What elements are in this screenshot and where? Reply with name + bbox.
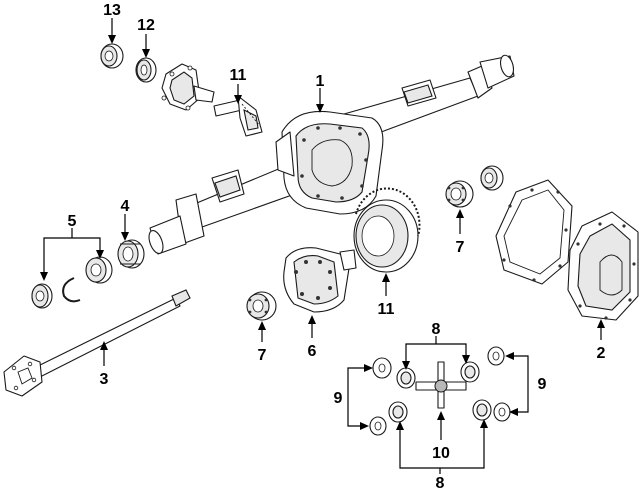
arrow-2 (597, 319, 605, 328)
leader-9-left (347, 367, 368, 427)
pinion-shaft-cross (415, 361, 467, 409)
arrow-12 (142, 49, 150, 58)
callout-11-lower: 11 (378, 301, 395, 318)
thrust-washer-lower-left (369, 416, 387, 436)
axle-shaft (3, 289, 191, 397)
arrow-3 (100, 341, 108, 350)
retaining-ring (62, 277, 81, 303)
drive-pinion (213, 95, 263, 137)
callout-9-left: 9 (334, 390, 343, 407)
ring-gear (353, 187, 421, 273)
arrow-9-right-a (505, 352, 514, 360)
callout-6: 6 (308, 343, 317, 360)
arrow-11b (382, 273, 390, 282)
arrow-10 (437, 411, 445, 420)
arrow-7a (258, 321, 266, 330)
side-gear-upper-left (396, 367, 416, 389)
arrow-7b (456, 209, 464, 218)
inner-bearing (85, 256, 113, 284)
thrust-washer-upper-left (372, 357, 392, 379)
callout-5: 5 (68, 213, 77, 230)
differential-case (283, 247, 357, 313)
side-gear-lower-right (472, 399, 492, 421)
callout-3: 3 (100, 371, 109, 388)
arrow-6 (308, 315, 316, 324)
leader-8-top (405, 343, 467, 366)
arrow-8-top-a (402, 361, 410, 370)
thrust-washer-lower-right (493, 402, 511, 422)
leader-8-bottom (399, 424, 485, 469)
callout-9-right: 9 (538, 376, 547, 393)
callout-1: 1 (316, 73, 325, 90)
callout-7-left: 7 (258, 347, 267, 364)
cover-gasket (495, 179, 573, 285)
callout-2: 2 (597, 345, 606, 362)
arrow-5a (40, 272, 48, 281)
callout-13: 13 (103, 2, 121, 19)
carrier-bearing-right (445, 165, 504, 208)
callout-8-top: 8 (432, 321, 441, 338)
axle-seal (31, 283, 53, 309)
callout-4: 4 (121, 198, 130, 215)
differential-cover (567, 211, 639, 321)
callout-10: 10 (432, 445, 450, 462)
arrow-8-bottom-a (396, 421, 404, 430)
arrow-5b (96, 250, 104, 259)
arrow-11a (234, 95, 242, 104)
arrow-9-left-b (360, 422, 369, 430)
arrow-9-left-a (364, 364, 373, 372)
callout-11-upper: 11 (230, 67, 247, 84)
arrow-4 (121, 232, 129, 241)
callout-12: 12 (137, 17, 155, 34)
pinion-yoke (161, 63, 215, 111)
arrow-8-top-b (462, 355, 470, 364)
pinion-seal (135, 57, 157, 83)
leader-9-right (510, 355, 529, 413)
arrow-8-bottom-b (480, 419, 488, 428)
carrier-bearing-left (246, 291, 277, 321)
arrow-9-right-b (509, 408, 518, 416)
arrow-13 (108, 35, 116, 44)
pinion-bearing (100, 43, 124, 69)
axle-bearing (117, 239, 145, 269)
arrow-1 (316, 104, 324, 113)
side-gear-lower-left (388, 401, 408, 423)
side-gear-upper-right (460, 361, 480, 383)
callout-7-right: 7 (456, 239, 465, 256)
thrust-washer-upper-right (487, 346, 505, 366)
callout-8-bottom: 8 (436, 475, 445, 491)
axle-housing (148, 54, 515, 255)
